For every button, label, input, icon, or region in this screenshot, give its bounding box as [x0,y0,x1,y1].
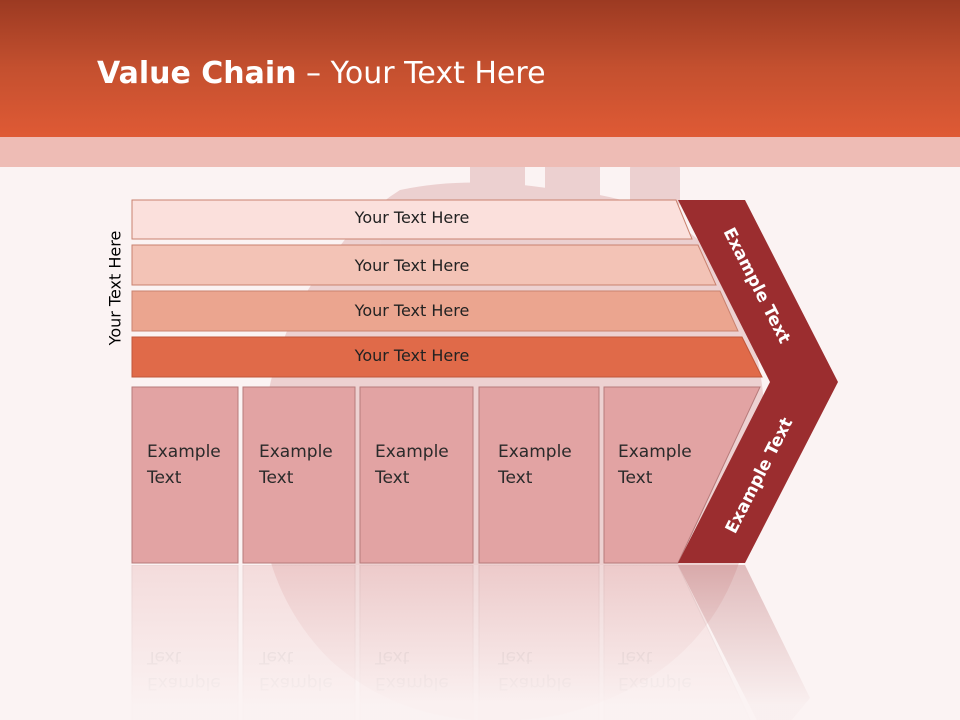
cell-1-text: Example Text [147,439,221,491]
cell-3-line-1: Example [375,442,449,462]
cell-2-line-2: Text [259,468,294,488]
band-2-text: Your Text Here [354,256,470,275]
band-4[interactable] [131,336,763,378]
cell-2-line-1: Example [259,442,333,462]
cell-3[interactable] [359,386,474,564]
slide-header [0,0,960,137]
cell-5-text: Example Text [618,439,692,491]
cell-1-line-2: Text [147,468,182,488]
band-1[interactable] [131,199,693,240]
cell-1-line-1: Example [147,442,221,462]
title-rest: – Your Text Here [296,56,546,91]
cell-2-text: Example Text [259,439,333,491]
arrow-top-text: Example Text [719,225,795,347]
cell-1[interactable] [131,386,239,564]
band-2[interactable] [131,244,717,286]
cell-5-line-2: Text [618,468,653,488]
band-4-text: Your Text Here [354,346,470,365]
cell-3-text: Example Text [375,439,449,491]
band-1-text: Your Text Here [354,208,470,227]
cell-3-line-2: Text [375,468,410,488]
arrow-bottom-text: Example Text [722,415,798,537]
cell-4-text: Example Text [498,439,572,491]
chevron-arrow[interactable] [678,200,838,563]
band-3-text: Your Text Here [354,301,470,320]
title-bold: Value Chain [97,56,297,91]
cell-4[interactable] [478,386,600,564]
cell-4-line-1: Example [498,442,572,462]
band-3[interactable] [131,290,739,332]
cell-2[interactable] [242,386,356,564]
cell-4-line-2: Text [498,468,533,488]
slide-title: Value Chain – Your Text Here [97,54,546,94]
cell-5-line-1: Example [618,442,692,462]
header-band [0,137,960,167]
